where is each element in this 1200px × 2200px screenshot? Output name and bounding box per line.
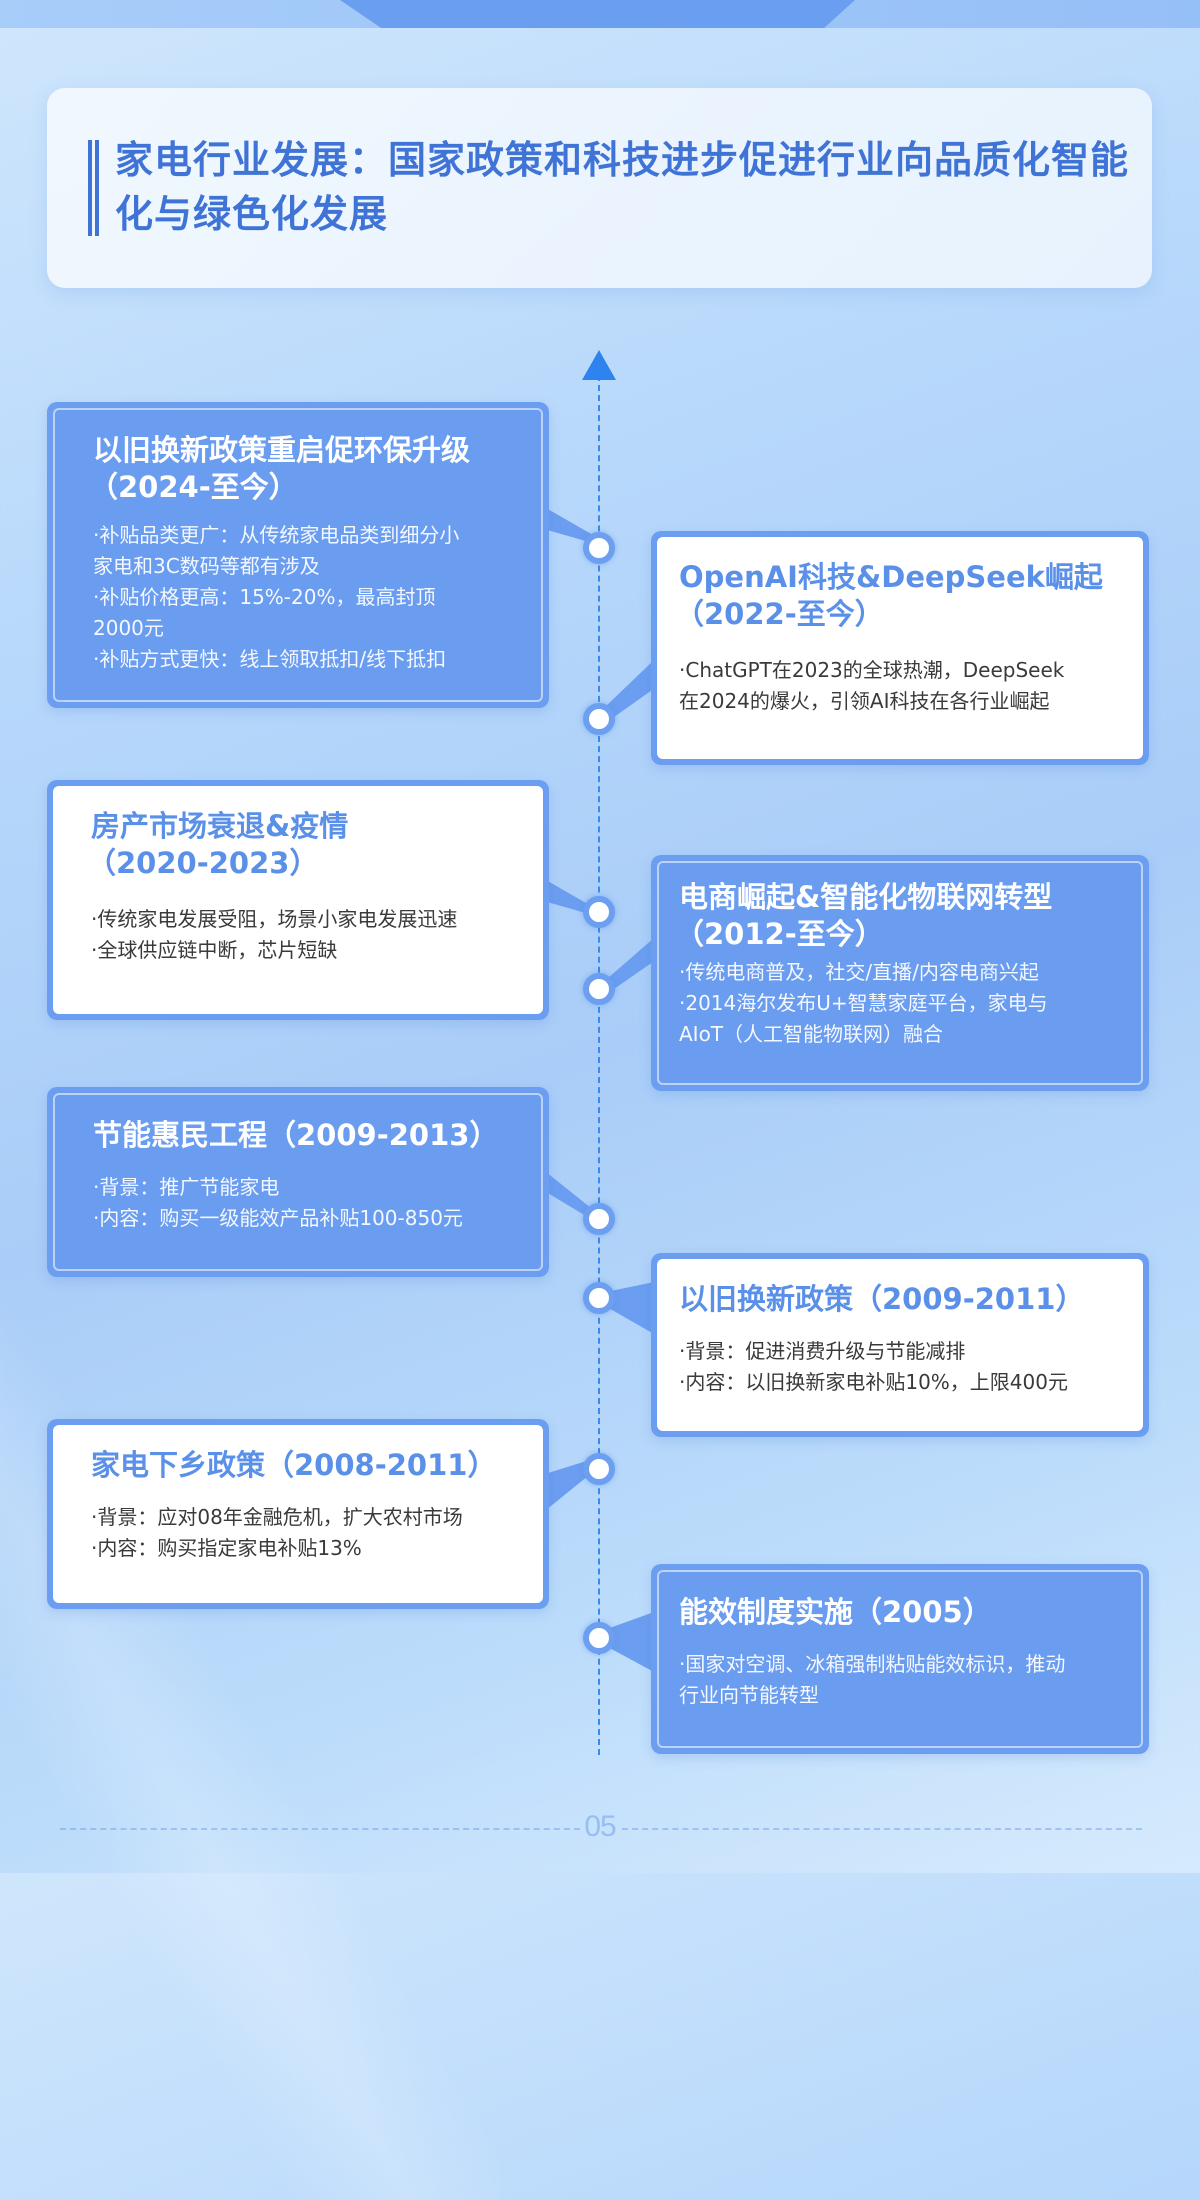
event-detail: ·背景：应对08年金融危机，扩大农村市场 [91,1505,463,1529]
event-detail: ·传统电商普及，社交/直播/内容电商兴起 [679,960,1039,984]
event-detail: ·补贴品类更广：从传统家电品类到细分小 [93,523,460,547]
event-card-2009-energy-saving: 节能惠民工程（2009-2013） ·背景：推广节能家电 ·内容：购买一级能效产… [47,1087,549,1277]
timeline-node-1 [583,532,615,564]
event-title: 以旧换新政策重启促环保升级 [93,433,471,467]
event-period: （2024-至今） [89,470,298,504]
event-detail: ·背景：推广节能家电 [93,1175,280,1199]
page-number: 05 [584,1810,616,1843]
arrow-up-icon [582,350,616,380]
event-title: 节能惠民工程（2009-2013） [93,1118,499,1152]
event-period: （2020-2023） [87,846,319,880]
event-card-2005-energy-label: 能效制度实施（2005） ·国家对空调、冰箱强制粘贴能效标识，推动 行业向节能转… [651,1564,1149,1754]
event-period: （2012-至今） [675,917,884,951]
event-detail: 行业向节能转型 [679,1683,819,1707]
event-title: 以旧换新政策（2009-2011） [679,1282,1085,1316]
top-decorative-tab [340,0,855,28]
event-card-2022-ai: OpenAI科技&DeepSeek崛起 （2022-至今） ·ChatGPT在2… [651,531,1149,765]
event-detail: ·ChatGPT在2023的全球热潮，DeepSeek [679,658,1065,682]
event-card-2024-trade-in: 以旧换新政策重启促环保升级 （2024-至今） ·补贴品类更广：从传统家电品类到… [47,402,549,708]
title-accent-bar [88,140,99,236]
timeline-node-8 [583,1622,615,1654]
event-detail: ·补贴方式更快：线上领取抵扣/线下抵扣 [93,647,447,671]
event-detail: ·内容：购买一级能效产品补贴100-850元 [93,1206,463,1230]
event-detail: ·2014海尔发布U+智慧家庭平台，家电与 [679,991,1048,1015]
timeline-node-4 [583,973,615,1005]
event-detail: 家电和3C数码等都有涉及 [93,554,320,578]
event-detail: ·国家对空调、冰箱强制粘贴能效标识，推动 [679,1652,1066,1676]
event-detail: 2000元 [93,616,164,640]
page-title: 家电行业发展：国家政策和科技进步促进行业向品质化智能化与绿色化发展 [115,138,1130,236]
timeline-node-6 [583,1282,615,1314]
timeline-axis [598,375,600,1755]
event-title: 家电下乡政策（2008-2011） [91,1448,497,1482]
event-detail: 在2024的爆火，引领AI科技在各行业崛起 [679,689,1050,713]
event-card-2020-covid: 房产市场衰退&疫情 （2020-2023） ·传统家电发展受阻，场景小家电发展迅… [47,780,549,1020]
event-title: 房产市场衰退&疫情 [91,809,349,843]
event-detail: ·全球供应链中断，芯片短缺 [91,938,338,962]
event-detail: AIoT（人工智能物联网）融合 [679,1022,944,1046]
footer-divider-left [60,1828,580,1830]
event-title: 电商崛起&智能化物联网转型 [679,880,1053,914]
event-detail: ·内容：购买指定家电补贴13% [91,1536,362,1560]
footer-divider-right [622,1828,1142,1830]
event-title: OpenAI科技&DeepSeek崛起 [679,560,1103,594]
title-card [47,88,1152,288]
event-detail: ·传统家电发展受阻，场景小家电发展迅速 [91,907,458,931]
event-title: 能效制度实施（2005） [679,1595,992,1629]
event-card-2009-trade-in: 以旧换新政策（2009-2011） ·背景：促进消费升级与节能减排 ·内容：以旧… [651,1253,1149,1437]
timeline-node-2 [583,703,615,735]
event-detail: ·补贴价格更高：15%-20%，最高封顶 [93,585,436,609]
event-card-2008-rural: 家电下乡政策（2008-2011） ·背景：应对08年金融危机，扩大农村市场 ·… [47,1419,549,1609]
timeline-node-7 [583,1453,615,1485]
event-detail: ·背景：促进消费升级与节能减排 [679,1339,966,1363]
timeline-node-5 [583,1203,615,1235]
event-period: （2022-至今） [675,597,884,631]
event-card-2012-ecommerce: 电商崛起&智能化物联网转型 （2012-至今） ·传统电商普及，社交/直播/内容… [651,855,1149,1091]
timeline-node-3 [583,896,615,928]
event-detail: ·内容：以旧换新家电补贴10%，上限400元 [679,1370,1068,1394]
